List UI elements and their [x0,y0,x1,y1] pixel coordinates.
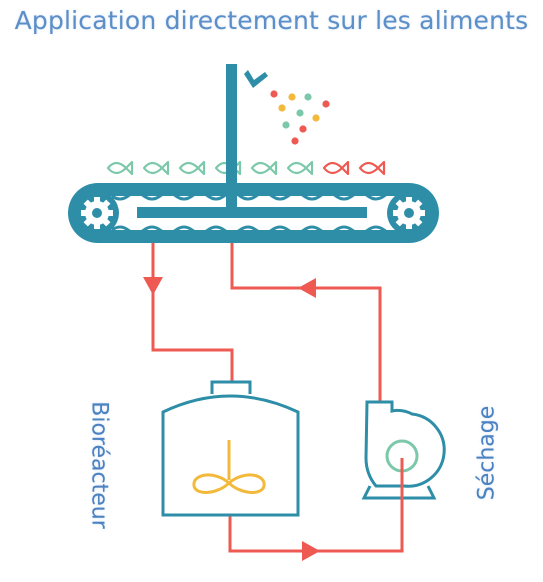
fish-row [106,160,386,176]
fish-icon [286,160,314,176]
fish-icon [250,160,278,176]
bioreactor-label: Bioréacteur [86,401,112,529]
fish-icon [358,160,386,176]
flow-line-from-pump [230,218,382,410]
flow-arrows [143,277,320,561]
pump-icon [361,400,446,500]
spray-dots-icon [270,90,330,145]
arrow-down-icon [143,277,163,295]
fish-icon [178,160,206,176]
fish-icon [322,160,350,176]
spray-pipe [137,64,367,218]
gear-icon [75,191,119,235]
gear-icon [387,191,431,235]
agitator-icon [192,440,266,494]
diagram-title: Application directement sur les aliments [14,6,529,35]
arrow-left-icon [298,278,316,298]
fish-icon [106,160,134,176]
arrow-right-icon [302,541,320,561]
fish-icon [142,160,170,176]
drying-label: Séchage [474,405,500,501]
